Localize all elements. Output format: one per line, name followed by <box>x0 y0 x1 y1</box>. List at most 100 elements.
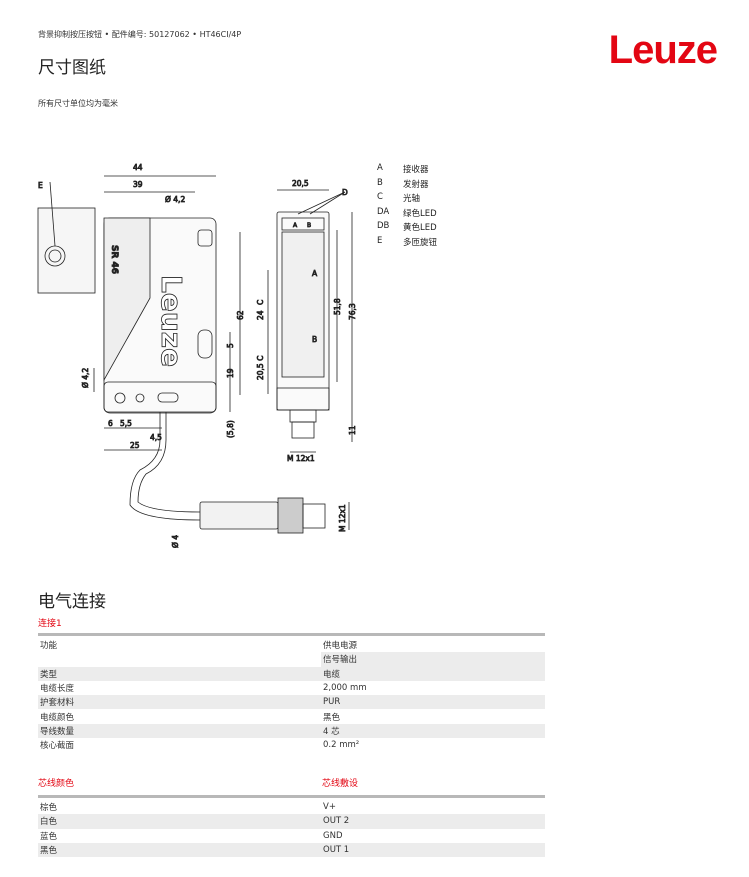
dim-11: 11 <box>348 425 357 435</box>
table-row: 白色 OUT 2 <box>38 814 545 829</box>
dim-dia4: Ø 4 <box>171 535 180 548</box>
connection-label: 连接1 <box>38 619 62 629</box>
legend-label: 绿色LED <box>403 208 437 219</box>
legend-item: B 发射器 <box>377 178 437 193</box>
dim-5-5: 5,5 <box>120 419 132 428</box>
legend-label: 接收器 <box>403 165 429 175</box>
face-a: A <box>293 222 298 229</box>
row-value: 电缆 <box>323 669 341 680</box>
dim-19: 19 <box>226 368 235 378</box>
label-a: A <box>312 269 318 278</box>
table-rule <box>38 633 545 636</box>
breadcrumb: 背景抑制按压按钮 • 配件编号: 50127062 • HT46CI/4P <box>38 30 242 39</box>
legend-item: DB 黄色LED <box>377 221 437 236</box>
dim-m12-cable: M 12x1 <box>338 504 347 532</box>
row-value: 2,000 mm <box>323 683 367 694</box>
row-label: 电缆长度 <box>40 684 75 695</box>
table-row: 功能 供电电源 <box>38 638 545 652</box>
row-value: 黑色 <box>323 712 341 723</box>
wire-assignment: OUT 2 <box>323 816 350 827</box>
row-label: 核心截面 <box>40 741 75 752</box>
row-label <box>38 652 321 666</box>
unit-note: 所有尺寸单位均为毫米 <box>38 99 118 108</box>
connection-table: 功能 供电电源 信号输出 类型 电缆 电缆长度 2,000 mm 护套材料 PUR 电缆… <box>38 638 545 752</box>
row-value: 4 芯 <box>323 726 340 737</box>
row-label: 护套材料 <box>40 698 75 709</box>
table-row: 黑色 OUT 1 <box>38 842 545 858</box>
leuze-logo: Leuze <box>608 28 718 72</box>
legend-key: B <box>377 177 383 188</box>
row-value: 0.2 mm² <box>323 740 360 751</box>
legend-key: E <box>377 235 383 246</box>
table-row: 棕色 V+ <box>38 800 545 814</box>
dim-5-8: (5,8) <box>226 420 235 438</box>
wire-color: 黑色 <box>40 846 58 857</box>
sensor-side-view <box>267 189 353 453</box>
table-row: 核心截面 0.2 mm² <box>38 738 545 752</box>
legend-label: 光轴 <box>403 194 421 204</box>
dim-24: 24 <box>256 310 265 320</box>
dim-dia42-top: Ø 4,2 <box>165 195 185 204</box>
wire-assignment: V+ <box>323 802 336 813</box>
label-b: B <box>312 335 317 344</box>
table-rule <box>38 795 545 798</box>
wire-assignment-header: 芯线敷设 <box>322 779 359 789</box>
table-row: 蓝色 GND <box>38 829 545 843</box>
row-label: 类型 <box>40 669 58 680</box>
row-value: PUR <box>323 697 341 708</box>
row-label: 功能 <box>40 641 58 652</box>
dim-51-8: 51,8 <box>333 298 342 315</box>
table-row: 导线数量 4 芯 <box>38 723 545 739</box>
label-d: D <box>342 188 348 197</box>
wire-table: 棕色 V+ 白色 OUT 2 蓝色 GND 黑色 OUT 1 <box>38 800 545 858</box>
dim-39: 39 <box>133 180 143 189</box>
table-row: 电缆长度 2,000 mm <box>38 681 545 695</box>
legend-item: C 光轴 <box>377 192 437 207</box>
section-title-electrical: 电气连接 <box>38 592 106 612</box>
sensor-front-view <box>93 175 350 534</box>
legend-key: C <box>377 192 383 202</box>
table-row: 类型 电缆 <box>38 666 545 681</box>
dim-20-5-c: 20,5 C <box>256 356 265 380</box>
wire-assignment: GND <box>323 830 343 841</box>
legend-key: DA <box>377 206 390 217</box>
face-b: B <box>307 222 311 229</box>
legend-key: DB <box>377 221 390 231</box>
table-row: 护套材料 PUR <box>38 695 545 710</box>
row-label: 导线数量 <box>40 726 75 737</box>
model-label: SR 46 <box>109 245 119 274</box>
wire-color: 棕色 <box>40 803 58 814</box>
table-row: 信号输出 <box>38 652 545 667</box>
wire-assignment: OUT 1 <box>323 845 350 856</box>
row-label: 电缆颜色 <box>40 712 75 723</box>
dim-76-3: 76,3 <box>348 303 357 320</box>
end-view <box>37 181 96 294</box>
legend-item: DA 绿色LED <box>377 207 437 222</box>
dim-4-5: 4,5 <box>150 433 162 442</box>
dim-44: 44 <box>133 163 143 172</box>
row-value: 供电电源 <box>323 641 358 652</box>
wire-color: 白色 <box>40 817 58 828</box>
wire-color: 蓝色 <box>40 831 58 842</box>
wire-color-header: 芯线颜色 <box>38 779 75 789</box>
body-logo: Leuze <box>155 275 188 367</box>
dim-m12-side: M 12x1 <box>287 454 315 463</box>
page-title: 尺寸图纸 <box>38 58 106 78</box>
dim-20-5-top: 20,5 <box>292 179 309 188</box>
table-row: 电缆颜色 黑色 <box>38 709 545 723</box>
dimension-drawing: 44 39 Ø 4,2 E 62 5 19 Ø 4,2 6 5,5 4,5 25… <box>37 163 357 548</box>
dim-e: E <box>38 181 43 190</box>
legend-label: 发射器 <box>403 179 429 190</box>
row-value: 信号输出 <box>321 652 545 667</box>
dim-62: 62 <box>236 310 245 320</box>
dim-25: 25 <box>130 441 140 450</box>
label-c: C <box>256 300 265 305</box>
legend-label: 黄色LED <box>403 223 437 233</box>
dim-dia42-side: Ø 4,2 <box>81 368 90 388</box>
dim-5: 5 <box>226 343 235 348</box>
dim-6: 6 <box>108 419 113 428</box>
